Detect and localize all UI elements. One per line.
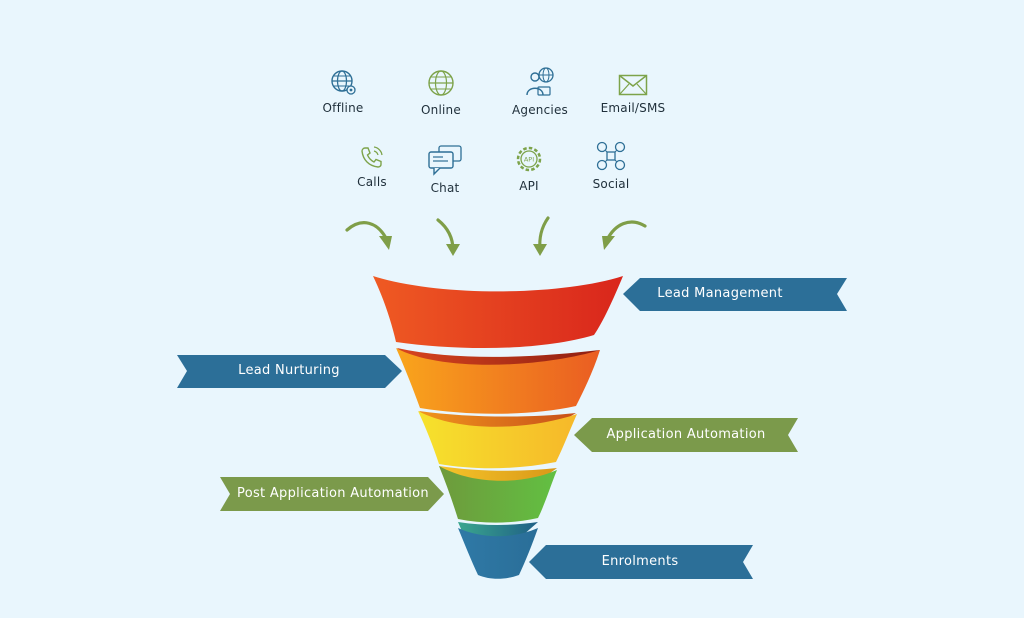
funnel-band-back-4 [458,522,538,539]
arrow-head [533,244,547,256]
globe-icon [428,70,454,96]
funnel-stage-enrolments [458,528,538,579]
source-chat: Chat [400,144,490,195]
source-social: Social [566,140,656,191]
source-label: Social [592,177,630,191]
envelope-icon [618,74,648,96]
source-calls: Calls [327,144,417,189]
agent-globe-icon [526,67,554,96]
source-label: Offline [322,101,364,115]
arrow-heads [379,236,615,256]
arrow-head [602,236,615,250]
funnel-stage-lead-nurturing [396,348,600,414]
funnel-layers [373,276,623,579]
source-online: Online [396,68,486,117]
source-label: Chat [430,181,460,195]
source-label: Calls [357,175,387,189]
source-api: API API [484,144,574,193]
banner-lead-management [623,278,847,311]
funnel-stage-application-automation [418,411,577,469]
source-offline: Offline [298,68,388,115]
source-label: Email/SMS [600,101,666,115]
source-label: Online [421,103,461,117]
stage-label-lead-management: Lead Management [657,286,783,301]
source-email-sms: Email/SMS [588,74,678,115]
arrow-head [446,244,460,256]
banner-application-automation [574,418,798,452]
stage-banners [177,278,847,579]
arrow-1 [345,221,389,242]
stage-label-application-automation: Application Automation [606,427,766,442]
source-label: Agencies [512,103,568,117]
stage-label-enrolments: Enrolments [601,554,679,569]
svg-text:API: API [524,156,534,164]
chat-bubbles-icon [428,145,462,176]
social-media-icon [596,141,626,171]
arrow-head [379,236,392,250]
banner-enrolments [529,545,753,579]
funnel-stage-post-application [439,466,557,523]
inflow-arrows [345,216,647,252]
banner-lead-nurturing [177,355,402,388]
globe-gear-icon [331,70,356,95]
source-agencies: Agencies [495,66,585,117]
stage-label-post-application-automation: Post Application Automation [237,486,429,501]
phone-call-icon [361,146,383,168]
api-gear-icon: API [516,146,542,172]
stage-label-lead-nurturing: Lead Nurturing [238,363,340,378]
source-label: API [519,179,539,193]
funnel-stage-lead-management [373,276,623,349]
banner-post-application-automation [220,477,444,511]
